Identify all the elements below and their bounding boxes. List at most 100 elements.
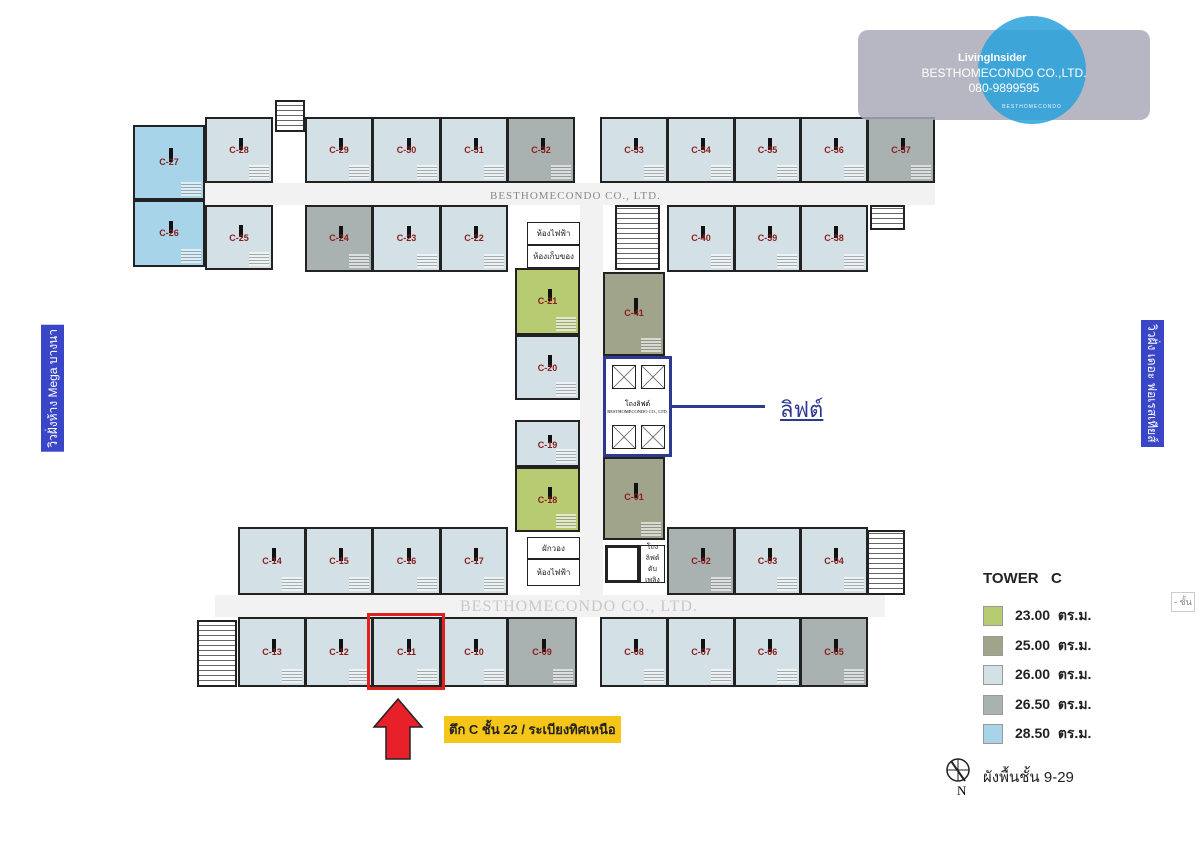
unit-c-03[interactable]: C-03 [734,527,801,595]
bathroom-tiles [282,577,302,591]
wall [239,225,243,238]
unit-c-07[interactable]: C-07 [667,617,735,687]
wall [767,638,772,652]
wall [767,225,772,239]
unit-label: C-05 [824,646,844,657]
unit-c-30[interactable]: C-30 [372,117,441,183]
stair-top-left [275,100,305,132]
bathroom-tiles [181,182,201,196]
bathroom-tiles [249,252,269,266]
unit-c-26[interactable]: C-26 [133,200,205,267]
unit-c-02[interactable]: C-02 [667,527,735,595]
unit-label: C-27 [159,156,179,167]
unit-c-04[interactable]: C-04 [800,527,868,595]
wall [834,548,838,561]
legend-swatch [983,724,1003,744]
unit-c-37[interactable]: C-37 [867,117,935,183]
unit-c-31[interactable]: C-31 [440,117,508,183]
unit-label: C-36 [824,145,844,156]
unit-c-35[interactable]: C-35 [734,117,801,183]
unit-c-17[interactable]: C-17 [440,527,508,595]
unit-c-33[interactable]: C-33 [600,117,668,183]
unit-c-15[interactable]: C-15 [305,527,373,595]
legend-title: TOWER C [983,570,1062,587]
wall [701,137,705,150]
legend-item: 28.50 ตร.ม. [983,723,1091,745]
unit-label: C-30 [396,145,417,156]
bathroom-tiles [844,577,864,591]
legend-swatch [983,665,1003,685]
bathroom-tiles [349,577,369,591]
bathroom-tiles [484,669,504,683]
unit-label: C-28 [229,145,249,156]
wall [272,548,276,561]
unit-c-41[interactable]: C-41 [603,272,665,356]
unit-label: C-18 [537,494,558,505]
unit-c-28[interactable]: C-28 [205,117,273,183]
bathroom-tiles [417,254,437,268]
stair-bottom-left [197,620,237,687]
bathroom-tiles [556,317,576,331]
unit-c-29[interactable]: C-29 [305,117,373,183]
wall [406,638,411,652]
unit-label: C-24 [329,233,349,244]
unit-c-32[interactable]: C-32 [507,117,575,183]
unit-c-24[interactable]: C-24 [305,205,373,272]
bathroom-tiles [417,577,437,591]
corridor-bottom [215,595,885,617]
bathroom-tiles [644,669,664,683]
unit-label: C-07 [691,646,711,657]
unit-c-19[interactable]: C-19 [515,420,580,467]
unit-c-40[interactable]: C-40 [667,205,735,272]
unit-label: C-41 [624,307,644,318]
wall [339,638,343,652]
bathroom-tiles [911,165,931,179]
unit-c-39[interactable]: C-39 [734,205,801,272]
brand-label: LivingInsider [958,52,1027,64]
unit-label: C-17 [464,555,484,566]
unit-label: C-37 [891,145,911,156]
wall [474,225,478,239]
wall [547,355,552,368]
unit-c-12[interactable]: C-12 [305,617,373,687]
unit-c-25[interactable]: C-25 [205,205,273,270]
lift-core: โถงลิฟต์ BESTHOMECONDO CO., LTD. [603,356,672,457]
electric-room-bottom: ห้องไฟฟ้า [527,559,580,586]
unit-label: C-25 [229,232,249,243]
unit-c-34[interactable]: C-34 [667,117,735,183]
wall [406,225,411,239]
electric-room-top: ห้องไฟฟ้า [527,222,580,245]
unit-c-10[interactable]: C-10 [440,617,508,687]
bathroom-tiles [484,577,504,591]
bathroom-tiles [556,382,576,396]
bathroom-tiles [556,449,576,463]
legend-swatch [983,635,1003,656]
unit-c-27[interactable]: C-27 [133,125,205,200]
bathroom-tiles [777,165,797,179]
wall [474,137,478,150]
unit-c-36[interactable]: C-36 [800,117,868,183]
unit-c-23[interactable]: C-23 [372,205,441,272]
wall [701,225,705,239]
unit-c-08[interactable]: C-08 [600,617,668,687]
unit-c-06[interactable]: C-06 [734,617,801,687]
unit-c-09[interactable]: C-09 [507,617,577,687]
unit-c-22[interactable]: C-22 [440,205,508,272]
unit-label: C-14 [262,555,282,566]
wall [834,137,838,150]
wall [547,288,552,302]
unit-c-18[interactable]: C-18 [515,467,580,532]
unit-c-20[interactable]: C-20 [515,335,580,400]
unit-c-21[interactable]: C-21 [515,268,580,335]
unit-c-01[interactable]: C-01 [603,457,665,540]
unit-c-16[interactable]: C-16 [372,527,441,595]
unit-c-38[interactable]: C-38 [800,205,868,272]
bathroom-tiles [484,254,504,268]
unit-c-05[interactable]: C-05 [800,617,868,687]
plan-watermark-top: BESTHOMECONDO CO., LTD. [490,190,661,202]
unit-label: C-40 [691,233,711,244]
unit-c-13[interactable]: C-13 [238,617,306,687]
unit-c-14[interactable]: C-14 [238,527,306,595]
watermark-badge: BESTHOMECONDO LivingInsider BESTHOMECOND… [858,16,1150,124]
bathroom-tiles [844,165,864,179]
